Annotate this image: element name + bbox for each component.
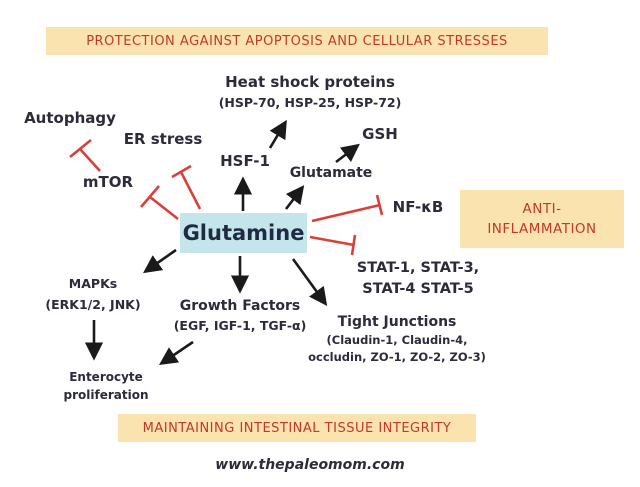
inhibit-glutamine-mtor [149,195,179,221]
arrow-growth-to-enterocyte [158,340,194,366]
arrow-hsf1-to-heat-shock [268,119,287,149]
banner-protection: PROTECTION AGAINST APOPTOSIS AND CELLULA… [46,27,548,55]
mtor-label: mTOR [82,173,134,191]
heat-shock-proteins-list: (HSP-70, HSP-25, HSP-72) [218,95,402,110]
banner-protection-text: PROTECTION AGAINST APOPTOSIS AND CELLULA… [86,33,508,49]
inhibit-glutamine-er-stress [179,171,202,210]
glutamine-label: Glutamine [182,221,305,245]
enterocyte-label-line2: proliferation [63,388,149,402]
hsf1-label: HSF-1 [220,152,270,170]
arrow-glutamate-to-gsh [335,143,360,164]
mapks-list: (ERK1/2, JNK) [45,297,141,312]
inhibit-glutamine-stat [309,235,355,247]
er-stress-label: ER stress [123,130,203,148]
gsh-label: GSH [362,125,398,143]
arrow-glutamine-to-mapks [143,248,177,274]
banner-anti-inflammation: ANTI- INFLAMMATION [460,190,624,248]
autophagy-label: Autophagy [24,109,116,127]
banner-integrity: MAINTAINING INTESTINAL TISSUE INTEGRITY [118,414,476,442]
inhibit-glutamine-nfkb-bar [375,194,384,216]
tight-junctions-list-2: occludin, ZO-1, ZO-2, ZO-3) [308,350,486,364]
nfkb-label: NF-κB [392,198,444,216]
inhibit-glutamine-er-stress-bar [171,164,192,179]
inhibit-glutamine-stat-bar [350,234,357,256]
inhibit-glutamine-mtor-bar [140,185,160,208]
inhibit-mtor-autophagy [79,148,101,172]
arrow-glutamine-to-tight-junctions [291,258,328,306]
inhibit-glutamine-nfkb [311,203,381,223]
banner-anti-inflammation-text: ANTI- INFLAMMATION [487,201,597,237]
enterocyte-label-line1: Enterocyte [69,370,143,384]
heat-shock-proteins-title: Heat shock proteins [225,73,395,91]
tight-junctions-title: Tight Junctions [337,314,457,330]
stat-label-line1: STAT-1, STAT-3, [356,260,480,276]
growth-factors-list: (EGF, IGF-1, TGF-α) [173,318,307,333]
stat-label-line2: STAT-4 STAT-5 [362,281,474,297]
glutamine-node: Glutamine [180,213,307,253]
mapks-title: MAPKs [68,276,118,291]
tight-junctions-list-1: (Claudin-1, Claudin-4, [326,333,468,347]
arrow-glutamine-to-glutamate [284,185,305,210]
banner-integrity-text: MAINTAINING INTESTINAL TISSUE INTEGRITY [142,420,452,436]
growth-factors-title: Growth Factors [179,298,301,314]
glutamate-label: Glutamate [289,165,373,181]
inhibit-mtor-autophagy-bar [69,138,92,159]
footer-url[interactable]: www.thepaleomom.com [215,457,405,473]
